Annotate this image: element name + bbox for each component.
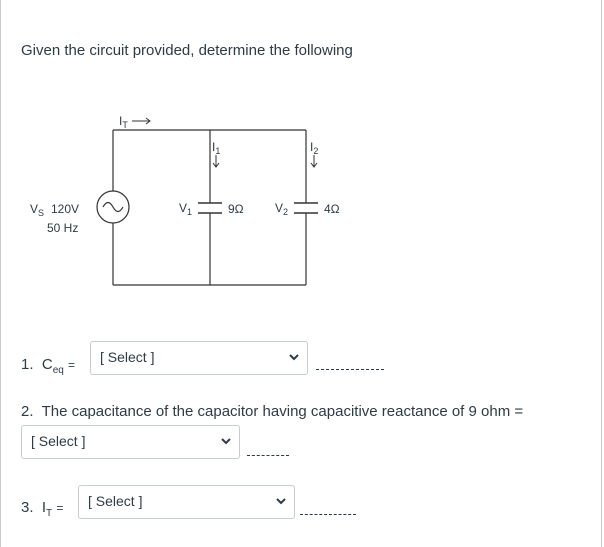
chevron-down-icon <box>221 438 231 445</box>
cap1-reactance: 9Ω <box>228 202 244 216</box>
current-total-arrow-icon <box>132 117 151 125</box>
chevron-down-icon <box>289 354 299 361</box>
source-frequency: 50 Hz <box>47 221 78 235</box>
source-label: VS <box>30 202 44 218</box>
total-current-label: IT <box>119 114 128 130</box>
branch1-current-label: I1 <box>212 140 220 156</box>
answer-blank-1 <box>316 369 384 370</box>
cap2-reactance: 4Ω <box>324 202 340 216</box>
circuit-diagram: IT I1 I2 VS 120V 50 Hz V1 9Ω V2 4Ω <box>30 114 340 286</box>
current-2-arrow-icon <box>310 155 318 168</box>
question-3-select[interactable]: [ Select ] <box>78 485 295 519</box>
question-1-select[interactable]: [ Select ] <box>90 341 308 375</box>
right-border <box>601 0 602 547</box>
question-1-label: 1. Ceq = <box>21 356 76 376</box>
capacitor-2-icon <box>294 202 318 214</box>
question-2-label: 2. The capacitance of the capacitor havi… <box>21 403 524 420</box>
capacitor-1-icon <box>198 202 222 214</box>
current-1-arrow-icon <box>212 155 220 168</box>
branch2-current-label: I2 <box>310 140 318 156</box>
cap1-voltage-label: V1 <box>179 201 192 217</box>
chevron-down-icon <box>276 498 286 505</box>
question-3-label: 3. IT = <box>21 499 64 519</box>
answer-blank-3 <box>300 514 356 515</box>
question-2-select[interactable]: [ Select ] <box>21 425 240 459</box>
answer-blank-2 <box>247 455 289 456</box>
cap2-voltage-label: V2 <box>275 201 288 217</box>
question-prompt: Given the circuit provided, determine th… <box>21 42 353 59</box>
left-border <box>0 0 1 547</box>
source-voltage: 120V <box>51 202 79 216</box>
